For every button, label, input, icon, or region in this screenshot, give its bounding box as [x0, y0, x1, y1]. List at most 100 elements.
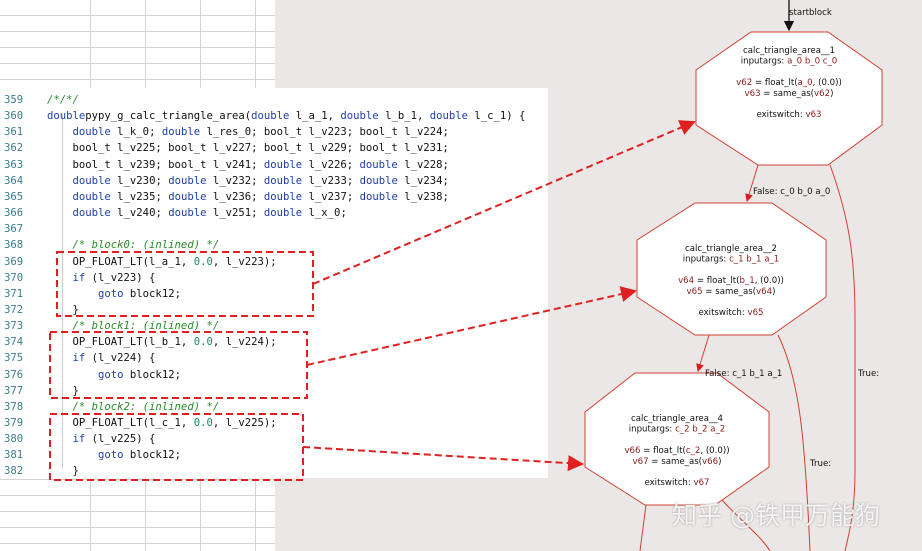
node-text-line: exitswitch: v63 — [756, 110, 821, 120]
node-2[interactable] — [636, 202, 827, 336]
code-text: bool_t l_v225; bool_t l_v227; bool_t l_v… — [47, 140, 449, 156]
code-line: 370 if (l_v223) { — [0, 270, 548, 286]
line-number: 367 — [4, 223, 24, 236]
code-line: 365 double l_v235; double l_v236; double… — [0, 189, 548, 205]
code-line: 359/*/*/ — [0, 92, 548, 108]
code-token: l_v237; — [302, 190, 360, 203]
node-text-token: ) — [718, 457, 721, 467]
keyword: double — [168, 190, 207, 203]
node-text-line: inputargs: c_2 b_2 a_2 — [629, 425, 726, 435]
line-number: 363 — [4, 158, 24, 171]
node-text-token: = same_as( — [761, 89, 814, 99]
node-text-token: exitswitch: — [644, 478, 693, 488]
keyword: double — [168, 207, 207, 220]
node-text-token: , (0.0)) — [813, 78, 842, 88]
code-line: 381 goto block12; — [0, 447, 548, 463]
code-line: 382 } — [0, 463, 548, 479]
edge-true-1 — [829, 164, 856, 551]
variable-token: v63 — [806, 110, 822, 120]
line-number: 373 — [4, 320, 24, 333]
edge-label-true-2: True: — [809, 459, 831, 469]
line-number: 366 — [4, 207, 24, 220]
line-number: 377 — [4, 384, 24, 397]
variable-token: v65 — [687, 287, 703, 297]
node-4[interactable] — [584, 372, 770, 506]
number-literal: 0.0 — [193, 336, 213, 349]
variable-token: a_0 — [798, 78, 813, 88]
node-text-line: calc_triangle_area__1 — [743, 46, 835, 56]
code-text: OP_FLOAT_LT(l_c_1, 0.0, l_v225); — [47, 415, 277, 431]
variable-token: a_0 b_0 c_0 — [787, 57, 837, 67]
node-text-token: , (0.0)) — [700, 446, 729, 456]
edge-label-false-1: False: c_0 b_0 a_0 — [753, 187, 830, 197]
keyword: double — [161, 126, 201, 139]
code-line: 377 } — [0, 383, 548, 399]
node-text-token: inputargs: — [741, 57, 787, 67]
keyword: double — [429, 110, 469, 123]
code-token: OP_FLOAT_LT(l_c_1, — [47, 417, 194, 429]
line-number: 376 — [4, 368, 24, 381]
comment: /* block0: (inlined) */ — [47, 239, 220, 252]
code-text: goto block12; — [47, 286, 181, 302]
keyword: double — [359, 174, 398, 187]
keyword: double — [47, 110, 86, 123]
line-number: 382 — [4, 465, 24, 478]
node-text-token: = same_as( — [703, 287, 756, 297]
code-token: l_a_1, — [289, 110, 341, 123]
line-number: 368 — [4, 239, 24, 252]
code-token: l_k_0; — [110, 126, 162, 139]
code-token: } — [47, 303, 79, 316]
comment: /* block2: (inlined) */ — [47, 400, 220, 413]
node-text-token: = same_as( — [649, 457, 702, 467]
edge-false-1 — [745, 164, 759, 202]
code-line: 378 /* block2: (inlined) */ — [0, 399, 548, 415]
keyword: double — [72, 207, 111, 220]
line-number: 380 — [4, 433, 24, 446]
node-text-token: inputargs: — [683, 255, 729, 265]
keyword: goto — [98, 287, 124, 300]
code-token: l_res_0; bool_t l_v223; bool_t l_v224; — [200, 126, 449, 139]
node-1[interactable] — [695, 31, 883, 166]
variable-token: v62 — [736, 78, 752, 88]
node-text-line: v63 = same_as(v62) — [745, 89, 834, 99]
edge-label-true-1: True: — [857, 369, 879, 379]
keyword: double — [168, 174, 207, 187]
code-line: 364 double l_v230; double l_v232; double… — [0, 173, 548, 189]
node-text-token: exitswitch: — [756, 110, 805, 120]
code-line: 374 OP_FLOAT_LT(l_b_1, 0.0, l_v224); — [0, 334, 548, 350]
code-token: l_v230; — [110, 174, 169, 187]
code-token: l_v226; — [302, 158, 360, 171]
code-token: l_v235; — [110, 190, 169, 203]
node-text-line: v62 = float_lt(a_0, (0.0)) — [736, 78, 842, 88]
variable-token: v63 — [745, 89, 761, 99]
code-line: 369 OP_FLOAT_LT(l_a_1, 0.0, l_v223); — [0, 254, 548, 270]
edge-label-false-2: False: c_1 b_1 a_1 — [705, 369, 782, 379]
line-number: 371 — [4, 287, 24, 300]
line-number: 365 — [4, 190, 24, 203]
node-text-token: , (0.0)) — [755, 276, 784, 286]
node-text-token: = float_lt( — [694, 276, 739, 286]
node-text-line: v65 = same_as(v64) — [687, 287, 776, 297]
variable-token: c_2 — [686, 446, 701, 456]
code-text: /* block0: (inlined) */ — [47, 237, 220, 253]
keyword: double — [72, 190, 111, 203]
code-line: 376 goto block12; — [0, 367, 548, 383]
node-text-token: = float_lt( — [640, 446, 685, 456]
node-text-token: inputargs: — [629, 425, 675, 435]
keyword: if — [72, 352, 86, 365]
node-text-line: calc_triangle_area__2 — [685, 244, 777, 254]
keyword: double — [263, 174, 303, 187]
keyword: double — [263, 207, 303, 220]
code-token: } — [47, 384, 79, 397]
node-text-line: inputargs: c_1 b_1 a_1 — [683, 255, 780, 265]
code-token: block12; — [123, 368, 181, 381]
keyword: double — [251, 110, 290, 123]
code-text: goto block12; — [47, 447, 181, 463]
code-token: l_v234; — [397, 174, 449, 187]
node-text-line: exitswitch: v67 — [644, 478, 709, 488]
line-number: 370 — [4, 271, 24, 284]
node-text-line: v67 = same_as(v66) — [633, 457, 722, 467]
keyword: double — [263, 158, 303, 171]
keyword: double — [72, 174, 111, 187]
code-token: (l_v225) { — [85, 433, 156, 446]
